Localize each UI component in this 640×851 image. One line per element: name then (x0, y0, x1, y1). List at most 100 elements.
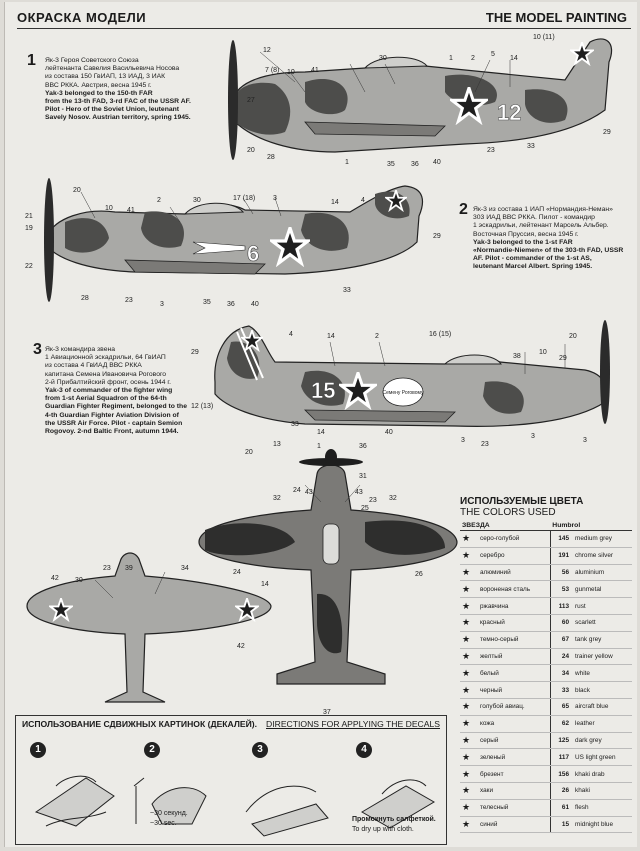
humbrol-number: 67 (549, 631, 574, 649)
color-name-ru: серебро (478, 547, 551, 565)
c3-10: 33 (291, 421, 299, 428)
c3-19: 36 (359, 443, 367, 450)
s1-en-2: Pilot - Hero of the Soviet Union, leuten… (45, 106, 180, 114)
s3-ru-3: капитана Семена Ивановича Рогового (45, 370, 167, 378)
c2-5: 10 (105, 205, 113, 212)
color-swatch-star-icon: ★ (460, 799, 478, 817)
color-name-en: chrome silver (573, 547, 632, 565)
color-swatch-star-icon: ★ (460, 648, 478, 666)
c1-4: 10 (287, 69, 295, 76)
color-name-en: khaki (573, 782, 632, 800)
c1-5: 41 (311, 67, 319, 74)
title-ru: ОКРАСКА МОДЕЛИ (17, 10, 147, 25)
color-name-ru: кожа (478, 715, 551, 733)
c2-6: 41 (127, 207, 135, 214)
c2-8: 14 (331, 199, 339, 206)
humbrol-number: 24 (549, 648, 574, 666)
ct-14: 25 (361, 505, 369, 512)
s3-ru-2: из состава 4 ГвИАД ВВС РККА (45, 362, 142, 370)
c3-0: 4 (289, 331, 293, 338)
color-name-ru: зеленый (478, 748, 551, 767)
c1-18: 23 (487, 147, 495, 154)
color-swatch-star-icon: ★ (460, 816, 478, 834)
color-swatch-star-icon: ★ (460, 748, 478, 767)
humbrol-number: 61 (549, 799, 574, 817)
c2-17: 36 (227, 301, 235, 308)
s2-en-3: leutenant Marcel Albert. Spring 1945. (473, 263, 593, 271)
color-name-ru: телесный (478, 799, 551, 817)
color-name-en: flesh (573, 799, 632, 817)
humbrol-number: 113 (549, 597, 574, 615)
c1-17: 40 (433, 159, 441, 166)
color-swatch-star-icon: ★ (460, 664, 478, 683)
c1-0: 10 (11) (533, 34, 555, 41)
c3-8: 10 (539, 349, 547, 356)
c3-12: 40 (385, 429, 393, 436)
c2-13: 28 (81, 295, 89, 302)
plane-bottom-view (26, 552, 272, 703)
c1-20: 29 (603, 129, 611, 136)
scheme-1-caption: 1 Як-3 Героя Советского Союза лейтенанта… (27, 52, 203, 123)
title-en: THE MODEL PAINTING (485, 10, 627, 25)
aircraft-drawings: 12 6 Семену Роговому (25, 34, 613, 716)
color-name-en: gunmetal (573, 580, 632, 599)
c3-13: 3 (461, 437, 465, 444)
c1-10: 14 (510, 55, 518, 62)
color-swatch-star-icon: ★ (460, 631, 478, 649)
color-swatch-star-icon: ★ (460, 765, 478, 783)
c2-7: 2 (157, 197, 161, 204)
humbrol-number: 191 (549, 547, 574, 565)
color-swatch-star-icon: ★ (460, 715, 478, 733)
c3-15: 3 (531, 433, 535, 440)
c1-3: 7 (8) (265, 67, 279, 74)
c2-14: 23 (125, 297, 133, 304)
c2-1: 30 (193, 197, 201, 204)
color-name-ru: алюминий (478, 564, 551, 582)
color-name-ru: черный (478, 681, 551, 699)
color-swatch-star-icon: ★ (460, 681, 478, 699)
c1-13: 28 (267, 154, 275, 161)
c1-7: 1 (449, 55, 453, 62)
ct-3: 34 (181, 565, 189, 572)
dry-ru: Промокнуть салфеткой. (352, 816, 436, 823)
humbrol-number: 125 (549, 732, 574, 750)
c1-16: 36 (411, 161, 419, 168)
ct-2: 39 (125, 565, 133, 572)
c1-8: 2 (471, 55, 475, 62)
c2-9: 21 (25, 213, 33, 220)
humbrol-number: 15 (549, 816, 574, 834)
color-name-en: khaki drab (573, 765, 632, 783)
c3-11: 14 (317, 429, 325, 436)
s3-ru-4: 2-й Прибалтийский фронт, осень 1944 г. (45, 378, 171, 386)
color-name-en: dark grey (573, 732, 632, 750)
ct-16: 14 (261, 581, 269, 588)
color-name-en: rust (573, 597, 632, 615)
scheme-3-caption: 3 Як-3 командира звена 1 Авиационной эск… (33, 341, 215, 436)
humbrol-number: 33 (549, 681, 574, 699)
c1-15: 35 (387, 161, 395, 168)
color-swatch-star-icon: ★ (460, 732, 478, 750)
callout-numbers: 10 (11) 12 7 (8) 10 41 30 1 2 5 14 27 20… (25, 34, 611, 716)
decal-title-en: DIRECTIONS FOR APPLYING THE DECALS (266, 719, 440, 729)
step-1-marker: 1 (30, 742, 46, 758)
humbrol-number: 60 (549, 614, 574, 632)
color-name-en: tank grey (573, 631, 632, 649)
ct-6: 37 (323, 709, 331, 716)
color-name-ru: серо-голубой (478, 530, 551, 548)
humbrol-number: 53 (549, 580, 574, 599)
color-name-ru: хаки (478, 782, 551, 800)
s1-en-1: from the 13-th FAD, 3-rd FAC of the USSR… (45, 98, 191, 106)
c3-9: 29 (559, 355, 567, 362)
c2-15: 3 (160, 301, 164, 308)
c1-6: 30 (379, 55, 387, 62)
colors-header-row: ЗВЕЗДА Humbrol (460, 521, 632, 531)
c3-6: 12 (13) (191, 403, 213, 410)
c2-18: 40 (251, 301, 259, 308)
